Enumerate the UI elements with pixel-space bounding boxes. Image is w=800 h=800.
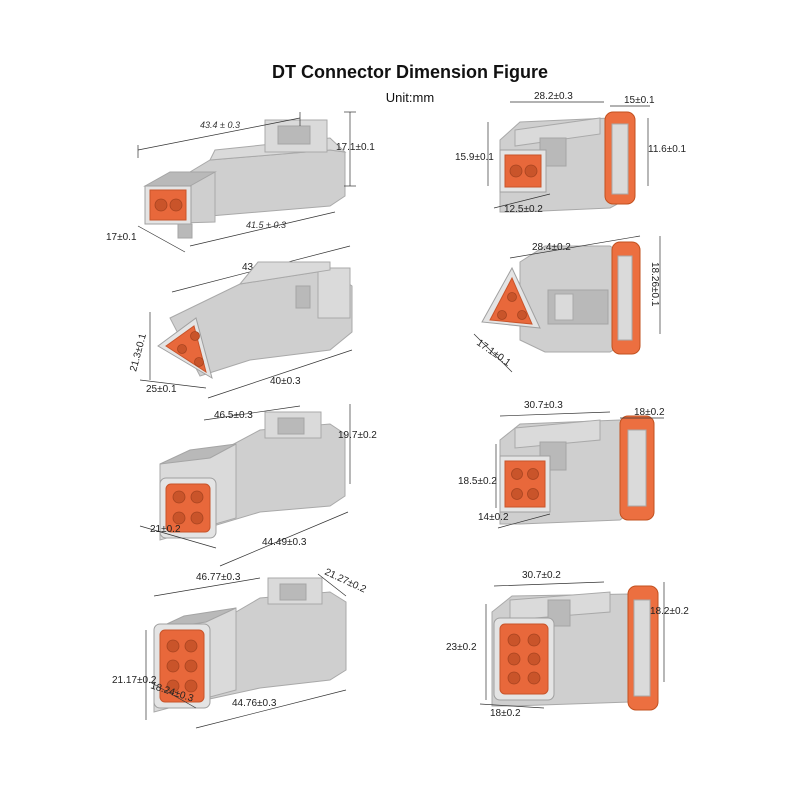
dim-c8-left: 21.17±0.2 xyxy=(112,675,157,686)
dim-c2-top: 28.2±0.3 xyxy=(534,91,573,102)
connector-4pin-plug xyxy=(159,411,346,541)
dim-c5-seal: 18±0.2 xyxy=(634,407,665,418)
dims-connector-2: 28.2±0.3 15±0.1 15.9±0.1 11.6±0.1 12.5±0… xyxy=(455,91,687,215)
dim-c1-top: 43.4 ± 0.3 xyxy=(200,120,240,130)
connector-3pin-plug xyxy=(157,261,353,380)
dim-c4-side: 21.3±0.1 xyxy=(128,332,149,373)
connector-6pin-receptacle xyxy=(491,585,659,711)
connector-2pin-plug xyxy=(143,119,347,239)
dim-c4-len: 40±0.3 xyxy=(270,376,301,387)
dim-c1-height: 17.1±0.1 xyxy=(336,142,375,153)
dim-c1-mid: 41.5 ± 0.3 xyxy=(246,220,286,230)
dim-c3-right: 18.26±0.1 xyxy=(649,262,660,307)
dim-c8-top: 46.77±0.3 xyxy=(196,572,241,583)
dim-c6-face: 21±0.2 xyxy=(150,524,181,535)
dim-c6-right: 19.7±0.2 xyxy=(338,430,377,441)
dim-c5-top: 30.7±0.3 xyxy=(524,400,563,411)
dim-c2-left: 15.9±0.1 xyxy=(455,152,494,163)
dim-c2-base: 12.5±0.2 xyxy=(504,204,543,215)
dim-c2-seal: 15±0.1 xyxy=(624,95,655,106)
dim-c7-base: 18±0.2 xyxy=(490,708,521,719)
connector-3pin-receptacle xyxy=(481,241,641,355)
dim-c7-right: 18.2±0.2 xyxy=(650,606,689,617)
dim-c6-len: 44.49±0.3 xyxy=(262,537,307,548)
dim-c5-base: 14±0.2 xyxy=(478,512,509,523)
dim-c8-tr: 21.27±0.2 xyxy=(323,567,368,596)
dim-c7-top: 30.7±0.2 xyxy=(522,570,561,581)
connector-6pin-plug xyxy=(153,577,347,713)
unit-label: Unit:mm xyxy=(385,90,435,105)
dim-c3-top: 28.4±0.2 xyxy=(532,242,571,253)
connector-4pin-receptacle xyxy=(499,415,655,525)
dim-c2-right: 11.6±0.1 xyxy=(648,144,687,155)
connector-2pin-receptacle xyxy=(499,111,636,213)
figure-title: DT Connector Dimension Figure xyxy=(271,62,548,82)
dim-c7-left: 23±0.2 xyxy=(446,642,477,653)
dim-c5-left: 18.5±0.2 xyxy=(458,476,497,487)
dim-c4-face: 25±0.1 xyxy=(146,384,177,395)
dims-connector-6: 46.5±0.3 19.7±0.2 21±0.2 44.49±0.3 xyxy=(139,404,377,567)
dim-c8-len: 44.76±0.3 xyxy=(232,698,277,709)
dim-c3-face: 17.1±0.1 xyxy=(474,337,512,369)
dim-c6-top: 46.5±0.3 xyxy=(214,410,253,421)
dim-c1-width: 17±0.1 xyxy=(106,232,137,243)
dims-connector-5: 30.7±0.3 18±0.2 18.5±0.2 14±0.2 xyxy=(458,400,665,529)
dims-connector-7: 30.7±0.2 23±0.2 18.2±0.2 18±0.2 xyxy=(446,570,689,719)
